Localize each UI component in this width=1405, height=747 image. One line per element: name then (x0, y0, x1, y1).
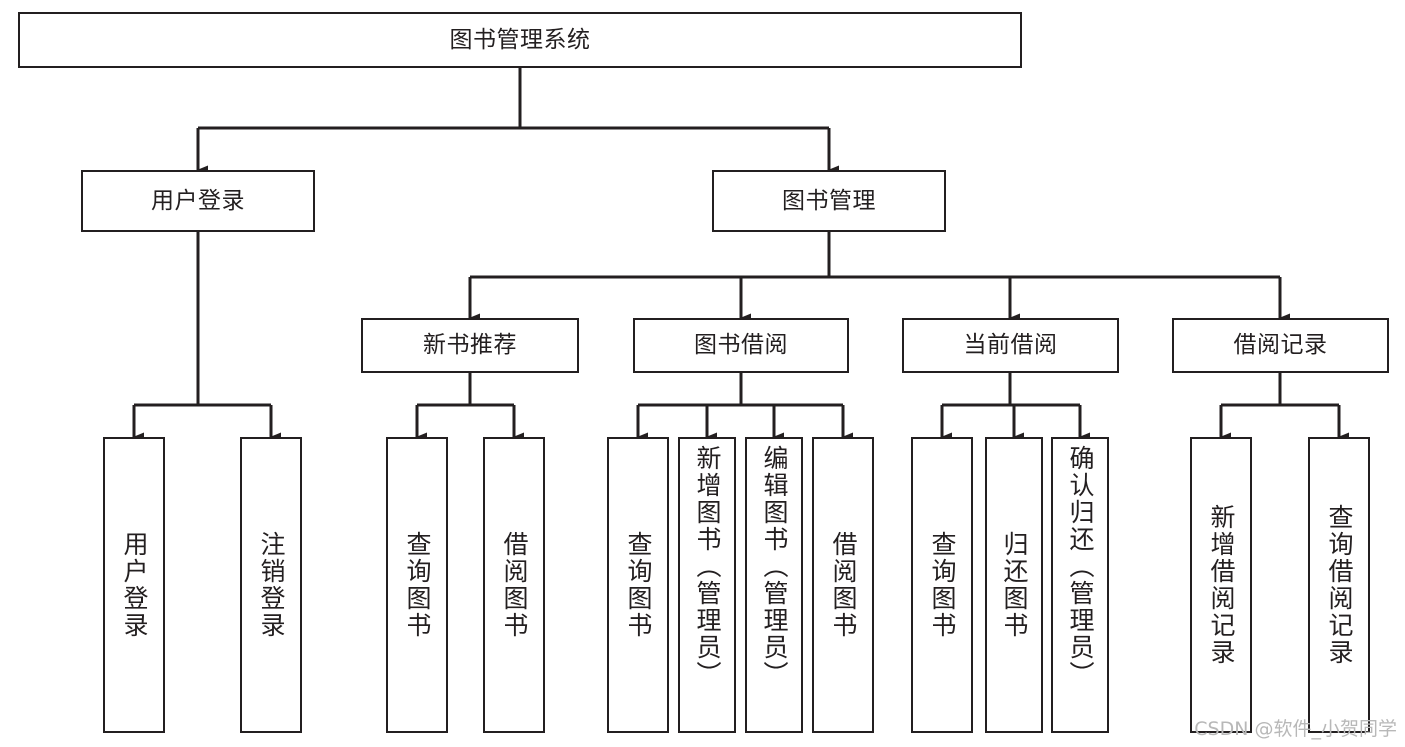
node-label: 确认归还（管理员） (1066, 445, 1095, 688)
node-label: 当前借阅 (963, 332, 1058, 359)
connector-lines (132, 68, 1349, 442)
node-label: 新增借阅记录 (1207, 504, 1236, 666)
node-label: 查询图书 (403, 531, 432, 639)
node-current-borrow[interactable]: 当前借阅 (902, 318, 1119, 373)
node-leaf-borrow-book-recommend[interactable]: 借阅图书 (483, 437, 545, 733)
node-leaf-query-book-recommend[interactable]: 查询图书 (386, 437, 448, 733)
node-label: 归还图书 (1000, 531, 1029, 639)
node-label: 图书借阅 (694, 332, 788, 359)
node-leaf-return-book[interactable]: 归还图书 (985, 437, 1043, 733)
node-label: 注销登录 (257, 531, 286, 639)
node-leaf-borrow-book[interactable]: 借阅图书 (812, 437, 874, 733)
node-leaf-query-book-borrow[interactable]: 查询图书 (607, 437, 669, 733)
node-label: 用户登录 (120, 531, 149, 639)
node-leaf-confirm-return[interactable]: 确认归还（管理员） (1051, 437, 1109, 733)
node-leaf-query-book-current[interactable]: 查询图书 (911, 437, 973, 733)
node-user-login[interactable]: 用户登录 (81, 170, 315, 232)
node-new-book-recommend[interactable]: 新书推荐 (361, 318, 579, 373)
node-leaf-query-borrow-record[interactable]: 查询借阅记录 (1308, 437, 1370, 733)
node-label: 编辑图书（管理员） (760, 445, 789, 688)
node-book-manage[interactable]: 图书管理 (712, 170, 946, 232)
node-label: 借阅图书 (500, 531, 529, 639)
node-leaf-user-logout[interactable]: 注销登录 (240, 437, 302, 733)
node-label: 查询图书 (928, 531, 957, 639)
node-label: 借阅记录 (1233, 332, 1328, 359)
node-leaf-add-book[interactable]: 新增图书（管理员） (678, 437, 736, 733)
node-label: 用户登录 (151, 187, 245, 214)
node-leaf-user-login[interactable]: 用户登录 (103, 437, 165, 733)
node-label: 查询图书 (624, 531, 653, 639)
node-borrow-record[interactable]: 借阅记录 (1172, 318, 1389, 373)
node-label: 查询借阅记录 (1325, 504, 1354, 666)
node-book-borrow[interactable]: 图书借阅 (633, 318, 849, 373)
node-label: 图书管理系统 (449, 26, 591, 53)
node-leaf-edit-book[interactable]: 编辑图书（管理员） (745, 437, 803, 733)
node-label: 新书推荐 (423, 332, 517, 359)
csdn-watermark: CSDN @软件_小贺同学 (1194, 718, 1397, 740)
node-root[interactable]: 图书管理系统 (18, 12, 1022, 68)
node-label: 借阅图书 (829, 531, 858, 639)
node-label: 图书管理 (782, 187, 876, 214)
node-label: 新增图书（管理员） (693, 445, 722, 688)
node-leaf-add-borrow-record[interactable]: 新增借阅记录 (1190, 437, 1252, 733)
